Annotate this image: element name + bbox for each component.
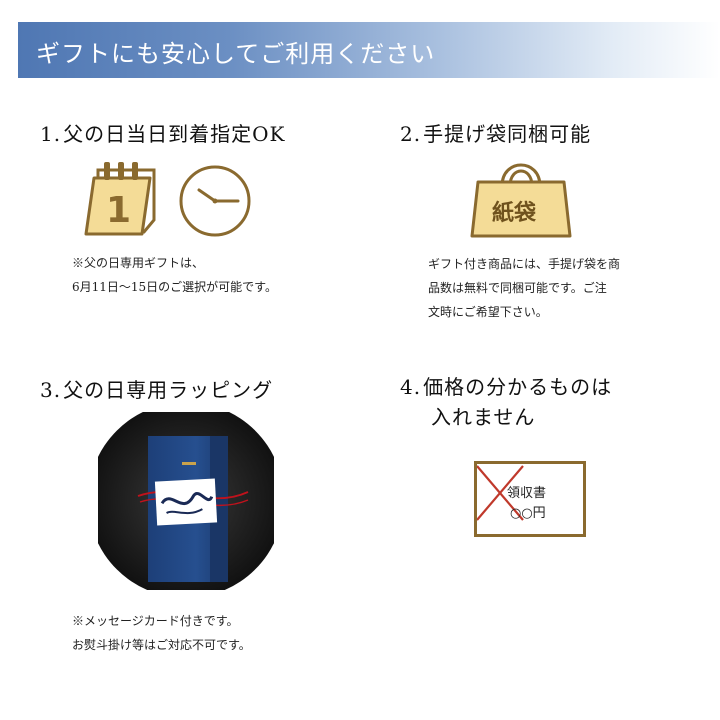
note-line: ギフト付き商品には、手提げ袋を商 xyxy=(428,257,621,271)
bag-label: 紙袋 xyxy=(492,200,537,226)
calendar-icon: 1 xyxy=(84,162,156,236)
clock-icon xyxy=(179,165,251,237)
section-2-title: 手提げ袋同梱可能 xyxy=(423,122,592,146)
receipt-title: 領収書 xyxy=(507,486,547,501)
banner-title: ギフトにも安心してご利用ください xyxy=(36,40,436,68)
note-line: 文時にご希望下さい。 xyxy=(428,305,548,319)
section-2-heading: 2.手提げ袋同梱可能 xyxy=(400,118,591,147)
section-4-number: 4. xyxy=(400,375,422,399)
section-3-heading: 3.父の日専用ラッピング xyxy=(40,374,273,403)
note-line: お熨斗掛け等はご対応不可です。 xyxy=(72,638,251,652)
section-3-title: 父の日専用ラッピング xyxy=(63,378,274,402)
section-3-number: 3. xyxy=(40,378,62,402)
receipt-amount: ○○円 xyxy=(510,506,546,521)
note-line: 品数は無料で同梱可能です。ご注 xyxy=(428,281,607,295)
calendar-digit: 1 xyxy=(106,190,131,231)
section-4-title-line-1: 価格の分かるものは xyxy=(423,375,613,399)
section-1-heading: 1.父の日当日到着指定OK xyxy=(40,118,285,147)
paper-bag-icon: 紙袋 xyxy=(470,163,572,238)
section-1-number: 1. xyxy=(40,122,62,146)
banner: ギフトにも安心してご利用ください xyxy=(18,22,720,78)
note-line: ※父の日専用ギフトは、 xyxy=(72,256,205,270)
note-line: ※メッセージカード付きです。 xyxy=(72,614,239,628)
section-2-number: 2. xyxy=(400,122,422,146)
section-3-note: ※メッセージカード付きです。 お熨斗掛け等はご対応不可です。 xyxy=(72,609,251,657)
note-line: 6月11日〜15日のご選択が可能です。 xyxy=(72,280,277,294)
receipt-icon: 領収書 ○○円 xyxy=(474,461,586,537)
gift-box-photo xyxy=(98,412,274,590)
section-2-note: ギフト付き商品には、手提げ袋を商 品数は無料で同梱可能です。ご注 文時にご希望下… xyxy=(428,252,668,324)
section-4-title-line-2: 入れません xyxy=(431,405,536,429)
section-4-heading: 4.価格の分かるものは 入れません xyxy=(400,372,612,432)
section-1-title: 父の日当日到着指定OK xyxy=(63,122,286,146)
section-1-note: ※父の日専用ギフトは、 6月11日〜15日のご選択が可能です。 xyxy=(72,251,277,299)
cross-mark-icon xyxy=(477,465,524,521)
